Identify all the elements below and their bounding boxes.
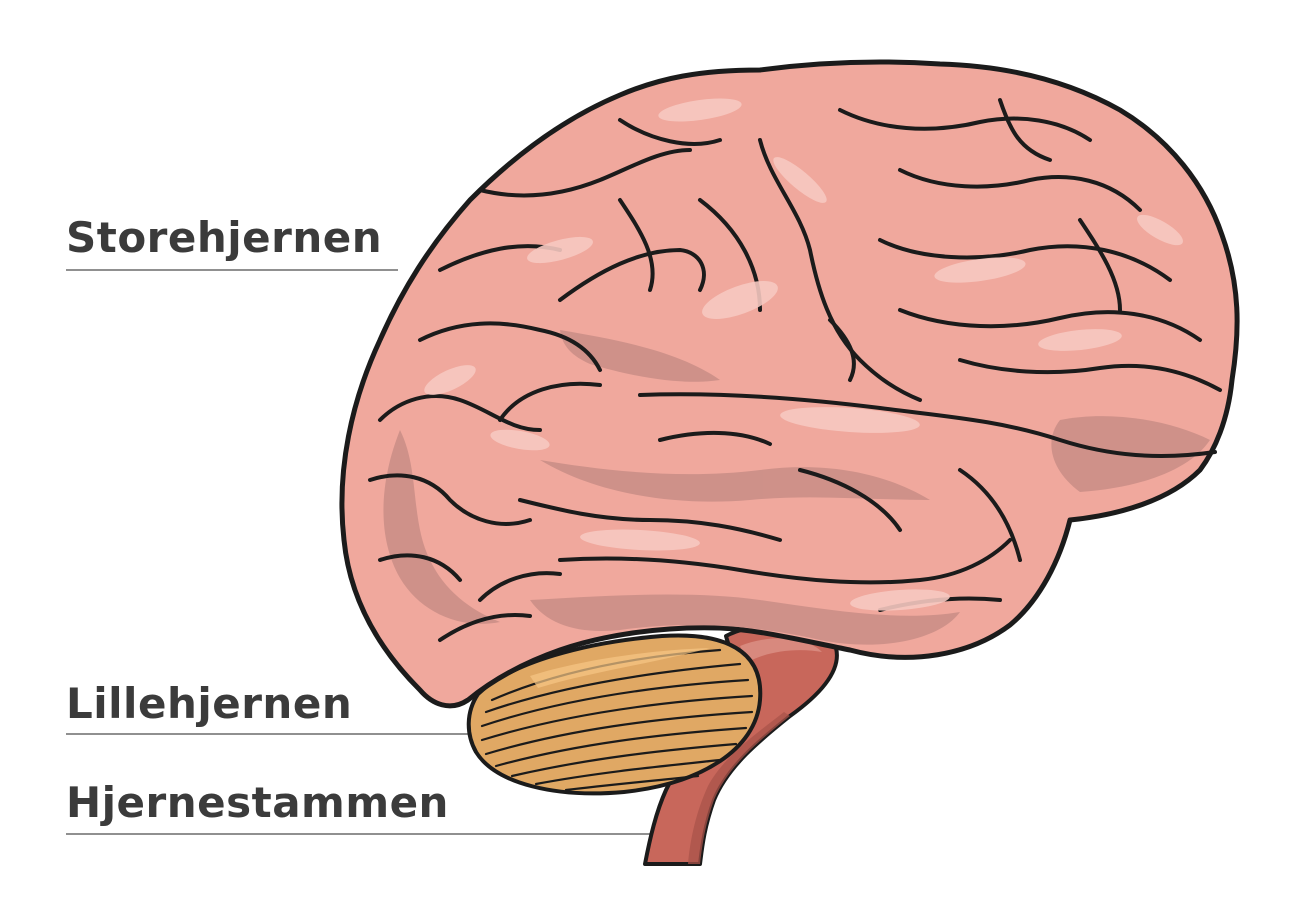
cerebrum-label: Storehjernen bbox=[66, 213, 383, 262]
cerebellum bbox=[466, 633, 763, 796]
cerebrum bbox=[339, 59, 1240, 709]
brainstem-label: Hjernestammen bbox=[66, 778, 449, 827]
cerebellum-label: Lillehjernen bbox=[66, 679, 353, 728]
